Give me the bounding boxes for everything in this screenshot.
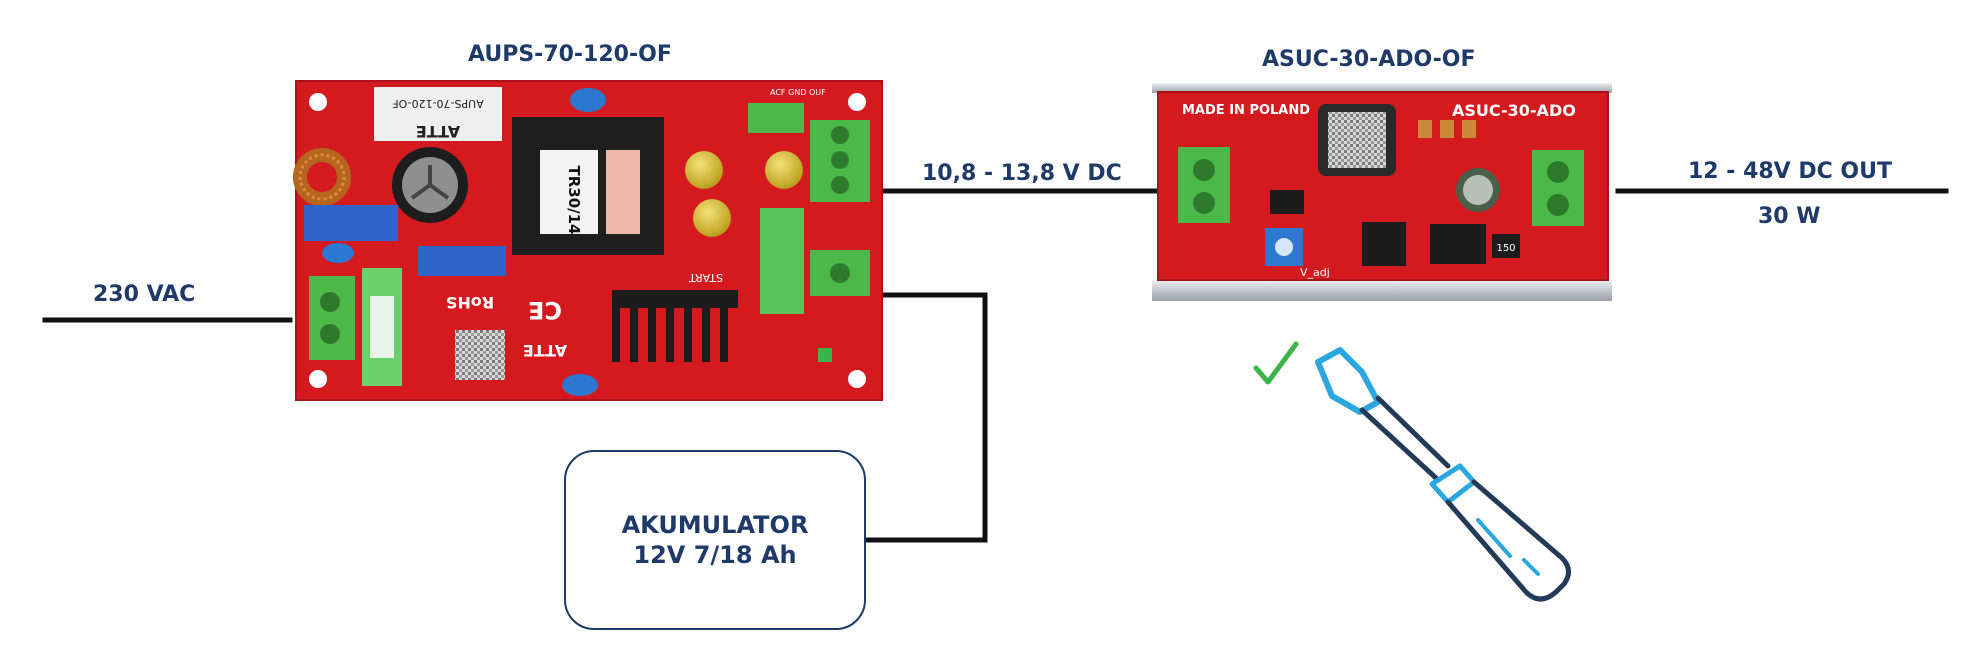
battery-name: AKUMULATOR xyxy=(621,511,809,539)
svg-text:CE: CE xyxy=(528,296,562,324)
svg-text:ATTE: ATTE xyxy=(523,341,567,360)
ups-title: AUPS-70-120-OF xyxy=(468,42,672,67)
converter-title: ASUC-30-ADO-OF xyxy=(1262,47,1476,72)
svg-text:TR30/14: TR30/14 xyxy=(565,165,583,234)
screwdriver-icon xyxy=(1315,347,1571,602)
svg-text:ASUC-30-ADO: ASUC-30-ADO xyxy=(1452,101,1576,120)
output-voltage-label: 12 - 48V DC OUT xyxy=(1688,159,1893,184)
svg-text:RoHS: RoHS xyxy=(446,293,494,312)
svg-text:START: START xyxy=(689,271,723,284)
bus-voltage-label: 10,8 - 13,8 V DC xyxy=(922,161,1122,186)
wires xyxy=(42,188,1949,543)
converter-board: MADE IN POLAND ASUC-30-ADO 150 V_adj xyxy=(1152,83,1612,301)
svg-text:ATTE: ATTE xyxy=(416,122,460,141)
check-icon xyxy=(1253,341,1299,385)
svg-text:MADE IN POLAND: MADE IN POLAND xyxy=(1182,103,1310,118)
svg-text:ACF GND OUF: ACF GND OUF xyxy=(770,88,826,97)
svg-text:150: 150 xyxy=(1496,243,1515,254)
output-power-label: 30 W xyxy=(1758,204,1821,229)
svg-text:V_adj: V_adj xyxy=(1300,266,1330,279)
battery-box: AKUMULATOR 12V 7/18 Ah xyxy=(564,450,866,630)
battery-wire xyxy=(863,292,988,543)
battery-spec: 12V 7/18 Ah xyxy=(633,541,797,569)
ups-board: AUPS-70-120-OF ATTE TR30/14 xyxy=(293,80,883,401)
svg-text:AUPS-70-120-OF: AUPS-70-120-OF xyxy=(392,97,483,110)
input-voltage-label: 230 VAC xyxy=(93,282,196,307)
